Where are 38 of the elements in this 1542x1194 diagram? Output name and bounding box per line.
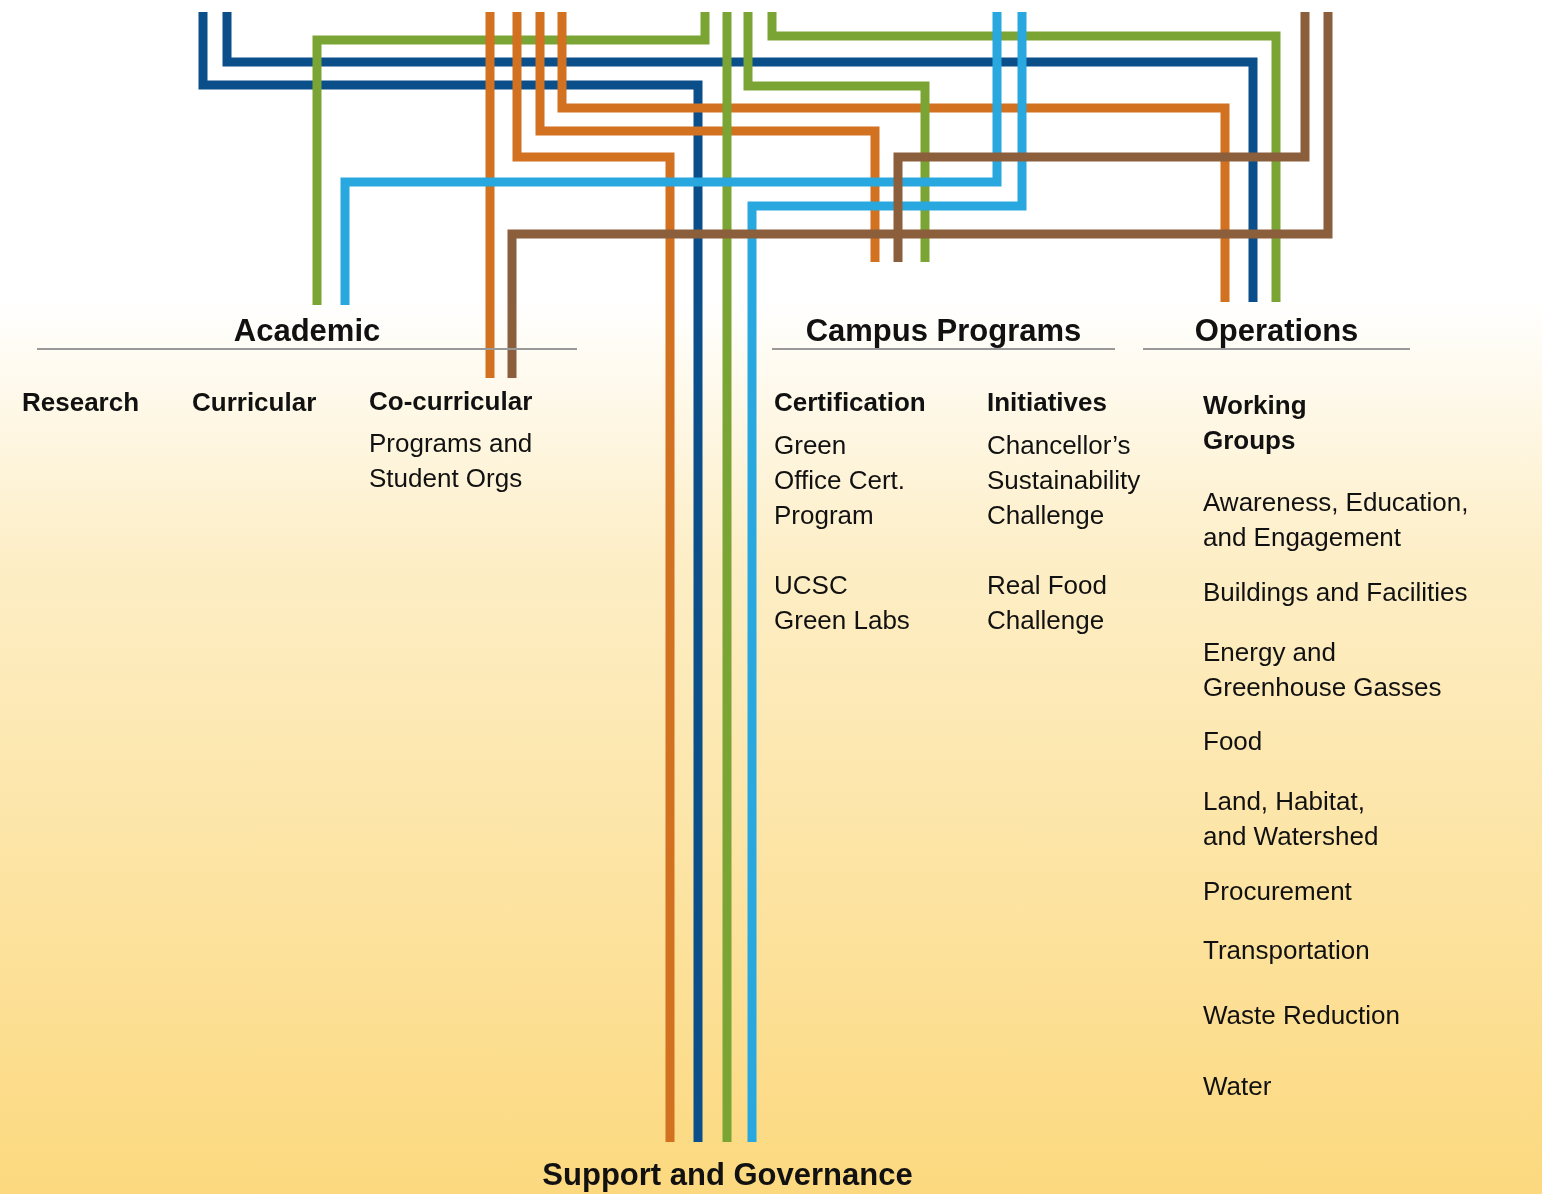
connector-line	[312, 12, 710, 305]
connector-line	[512, 12, 675, 1142]
item-text: Real Food Challenge	[987, 569, 1108, 637]
connector-line	[893, 12, 1310, 262]
connector-line	[340, 12, 1002, 305]
item-text: Energy and Greenhouse Gasses	[1203, 636, 1443, 704]
item-text: Programs and Student Orgs	[369, 427, 534, 495]
item-text: Land, Habitat, and Watershed	[1203, 785, 1380, 853]
column-heading: Curricular	[192, 386, 318, 419]
connector-line	[747, 12, 1027, 1142]
connector-line	[222, 12, 1258, 302]
item-text: Food	[1203, 725, 1264, 758]
section-heading: Campus Programs	[772, 262, 1115, 350]
column-heading: Initiatives	[987, 386, 1108, 419]
item-text: Chancellor’s Sustainability Challenge	[987, 429, 1142, 532]
item-text: Transportation	[1203, 934, 1371, 967]
connector-line	[507, 12, 1333, 378]
item-text: Waste Reduction	[1203, 999, 1402, 1032]
item-text: UCSC Green Labs	[774, 569, 911, 637]
connector-line	[485, 12, 495, 378]
connector-line	[743, 12, 930, 262]
column-heading: Working Groups	[1203, 389, 1308, 457]
item-text: Buildings and Facilities	[1203, 576, 1469, 609]
connector-line	[557, 12, 1230, 302]
connector-line	[198, 12, 703, 1142]
connector-line	[535, 12, 880, 262]
section-heading: Operations	[1143, 302, 1410, 350]
footer-heading: Support and Governance	[500, 1142, 955, 1192]
item-text: Procurement	[1203, 875, 1353, 908]
section-heading: Academic	[37, 305, 577, 350]
column-heading: Co-curricular	[369, 385, 534, 418]
column-heading: Research	[22, 386, 141, 419]
item-text: Awareness, Education, and Engagement	[1203, 486, 1470, 554]
item-text: Water	[1203, 1070, 1273, 1103]
column-heading: Certification	[774, 386, 927, 419]
item-text: Green Office Cert. Program	[774, 429, 906, 532]
connector-line	[767, 12, 1281, 302]
connector-line	[722, 12, 732, 1142]
